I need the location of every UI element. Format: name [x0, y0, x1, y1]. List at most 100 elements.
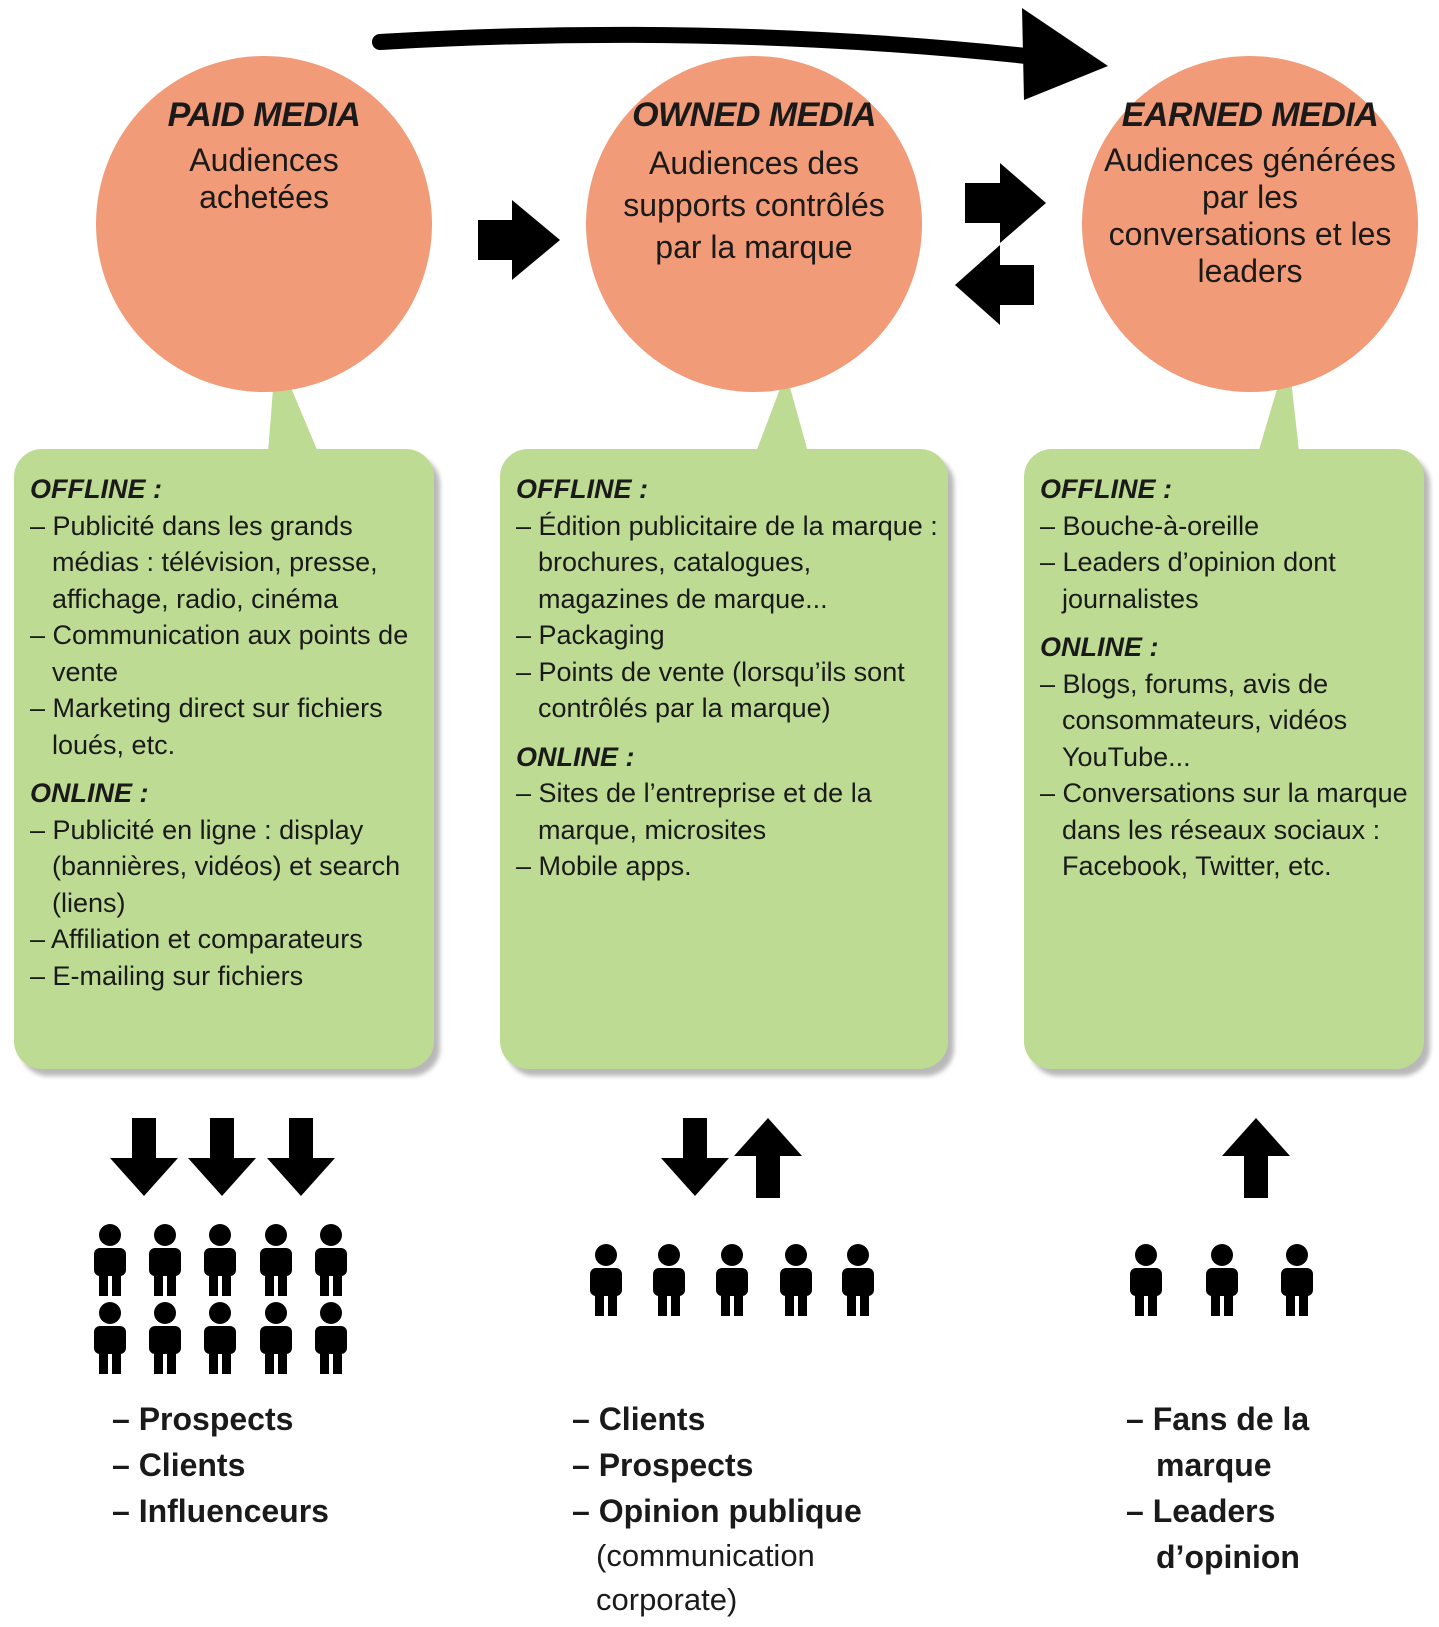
audience-note: (communication corporate)	[596, 1538, 815, 1617]
owned-media-title: OWNED MEDIA	[632, 96, 876, 134]
person-leg	[99, 1351, 108, 1374]
owned-media-subtitle: Audiences des supports contrôlés par la …	[623, 145, 885, 265]
person-leg	[112, 1351, 121, 1374]
audience-item: – Opinion publique	[572, 1493, 862, 1529]
circle-earned-media: EARNED MEDIA Audiences générées par les …	[1082, 56, 1418, 392]
person-body	[260, 1326, 292, 1354]
person-icon	[847, 1244, 869, 1266]
up-arrow-icon	[1222, 1118, 1290, 1198]
person-body	[94, 1326, 126, 1354]
paid-offline-item: – Communication aux points de vente	[30, 620, 409, 687]
audience-item: – Influenceurs	[112, 1493, 329, 1529]
right-arrow-icon	[965, 163, 1046, 243]
earned-audience-list: – Fans de la marque – Leaders d’opinion	[1126, 1396, 1406, 1580]
person-leg	[99, 1273, 108, 1296]
person-icon	[99, 1224, 121, 1246]
person-leg	[278, 1273, 287, 1296]
person-leg	[1211, 1293, 1220, 1316]
person-body	[653, 1268, 685, 1296]
person-leg	[721, 1293, 730, 1316]
person-leg	[167, 1273, 176, 1296]
paid-offline-item: – Marketing direct sur fichiers loués, e…	[30, 693, 383, 760]
audience-item: – Clients	[112, 1447, 246, 1483]
earned-media-box: OFFLINE : – Bouche-à-oreille – Leaders d…	[1024, 449, 1424, 1069]
down-arrow-icon	[661, 1118, 729, 1196]
person-leg	[1148, 1293, 1157, 1316]
person-icon	[99, 1302, 121, 1324]
person-icon	[721, 1244, 743, 1266]
owned-media-box: OFFLINE : – Édition publicitaire de la m…	[500, 449, 948, 1069]
down-arrow-icon	[267, 1118, 335, 1196]
earned-online-item: – Blogs, forums, avis de consommateurs, …	[1040, 668, 1348, 772]
person-leg	[1286, 1293, 1295, 1316]
person-body	[590, 1268, 622, 1296]
person-body	[716, 1268, 748, 1296]
person-leg	[595, 1293, 604, 1316]
paid-online-item: – Publicité en ligne : display (bannière…	[30, 814, 401, 918]
person-icon	[209, 1302, 231, 1324]
person-body	[1206, 1268, 1238, 1296]
paid-audience-list: – Prospects – Clients – Influenceurs	[112, 1396, 442, 1534]
person-leg	[167, 1351, 176, 1374]
person-leg	[333, 1351, 342, 1374]
audience-item: – Prospects	[112, 1401, 294, 1437]
paid-online-item: – Affiliation et comparateurs	[30, 924, 363, 954]
person-leg	[1135, 1293, 1144, 1316]
person-leg	[154, 1273, 163, 1296]
up-arrow-icon	[734, 1118, 802, 1198]
person-leg	[278, 1351, 287, 1374]
paid-media-subtitle: Audiences achetées	[189, 142, 339, 215]
owned-online-item: – Mobile apps.	[516, 851, 692, 881]
curved-arrow-head-icon	[1022, 8, 1108, 100]
person-leg	[112, 1273, 121, 1296]
person-leg	[320, 1273, 329, 1296]
paid-offline-item: – Publicité dans les grands médias : tél…	[30, 510, 378, 614]
person-icon	[320, 1302, 342, 1324]
person-leg	[222, 1351, 231, 1374]
down-arrow-icon	[188, 1118, 256, 1196]
person-leg	[658, 1293, 667, 1316]
person-icon	[1135, 1244, 1157, 1266]
paid-media-title: PAID MEDIA	[167, 96, 361, 134]
audience-item: – Prospects	[572, 1447, 754, 1483]
paid-media-box: OFFLINE : – Publicité dans les grands mé…	[14, 449, 434, 1069]
owned-offline-item: – Points de vente (lorsqu’ils sont contr…	[516, 656, 905, 724]
owned-offline-label: OFFLINE :	[516, 474, 648, 504]
earned-media-subtitle: Audiences générées par les conversations…	[1104, 142, 1396, 289]
person-leg	[847, 1293, 856, 1316]
person-leg	[1299, 1293, 1308, 1316]
circle-owned-media: OWNED MEDIA Audiences des supports contr…	[586, 56, 922, 392]
person-body	[149, 1248, 181, 1276]
circle-paid-media: PAID MEDIA Audiences achetées	[96, 56, 432, 392]
person-leg	[671, 1293, 680, 1316]
person-leg	[222, 1273, 231, 1296]
audience-item: – Leaders d’opinion	[1126, 1493, 1300, 1575]
earned-offline-label: OFFLINE :	[1040, 474, 1172, 504]
paid-online-item: – E-mailing sur fichiers	[30, 960, 304, 991]
person-body	[149, 1326, 181, 1354]
owned-audience-list: – Clients – Prospects – Opinion publique…	[572, 1396, 912, 1622]
paid-online-label: ONLINE :	[30, 778, 149, 808]
earned-offline-item: – Leaders d’opinion dont journalistes	[1040, 547, 1336, 614]
owned-online-label: ONLINE :	[516, 741, 635, 772]
person-leg	[734, 1293, 743, 1316]
person-leg	[265, 1273, 274, 1296]
person-icon	[154, 1302, 176, 1324]
person-leg	[320, 1351, 329, 1374]
person-leg	[333, 1273, 342, 1296]
earned-online-item: – Conversations sur la marque dans les r…	[1040, 778, 1408, 881]
earned-media-title: EARNED MEDIA	[1121, 96, 1379, 134]
person-leg	[1224, 1293, 1233, 1316]
person-icon	[265, 1224, 287, 1246]
person-icon	[595, 1244, 617, 1266]
audience-item: – Fans de la marque	[1126, 1401, 1310, 1483]
person-body	[315, 1248, 347, 1276]
speech-bubble-tail	[756, 373, 808, 452]
person-body	[315, 1326, 347, 1354]
earned-online-label: ONLINE :	[1040, 632, 1159, 662]
person-body	[842, 1268, 874, 1296]
person-leg	[209, 1351, 218, 1374]
person-body	[204, 1326, 236, 1354]
